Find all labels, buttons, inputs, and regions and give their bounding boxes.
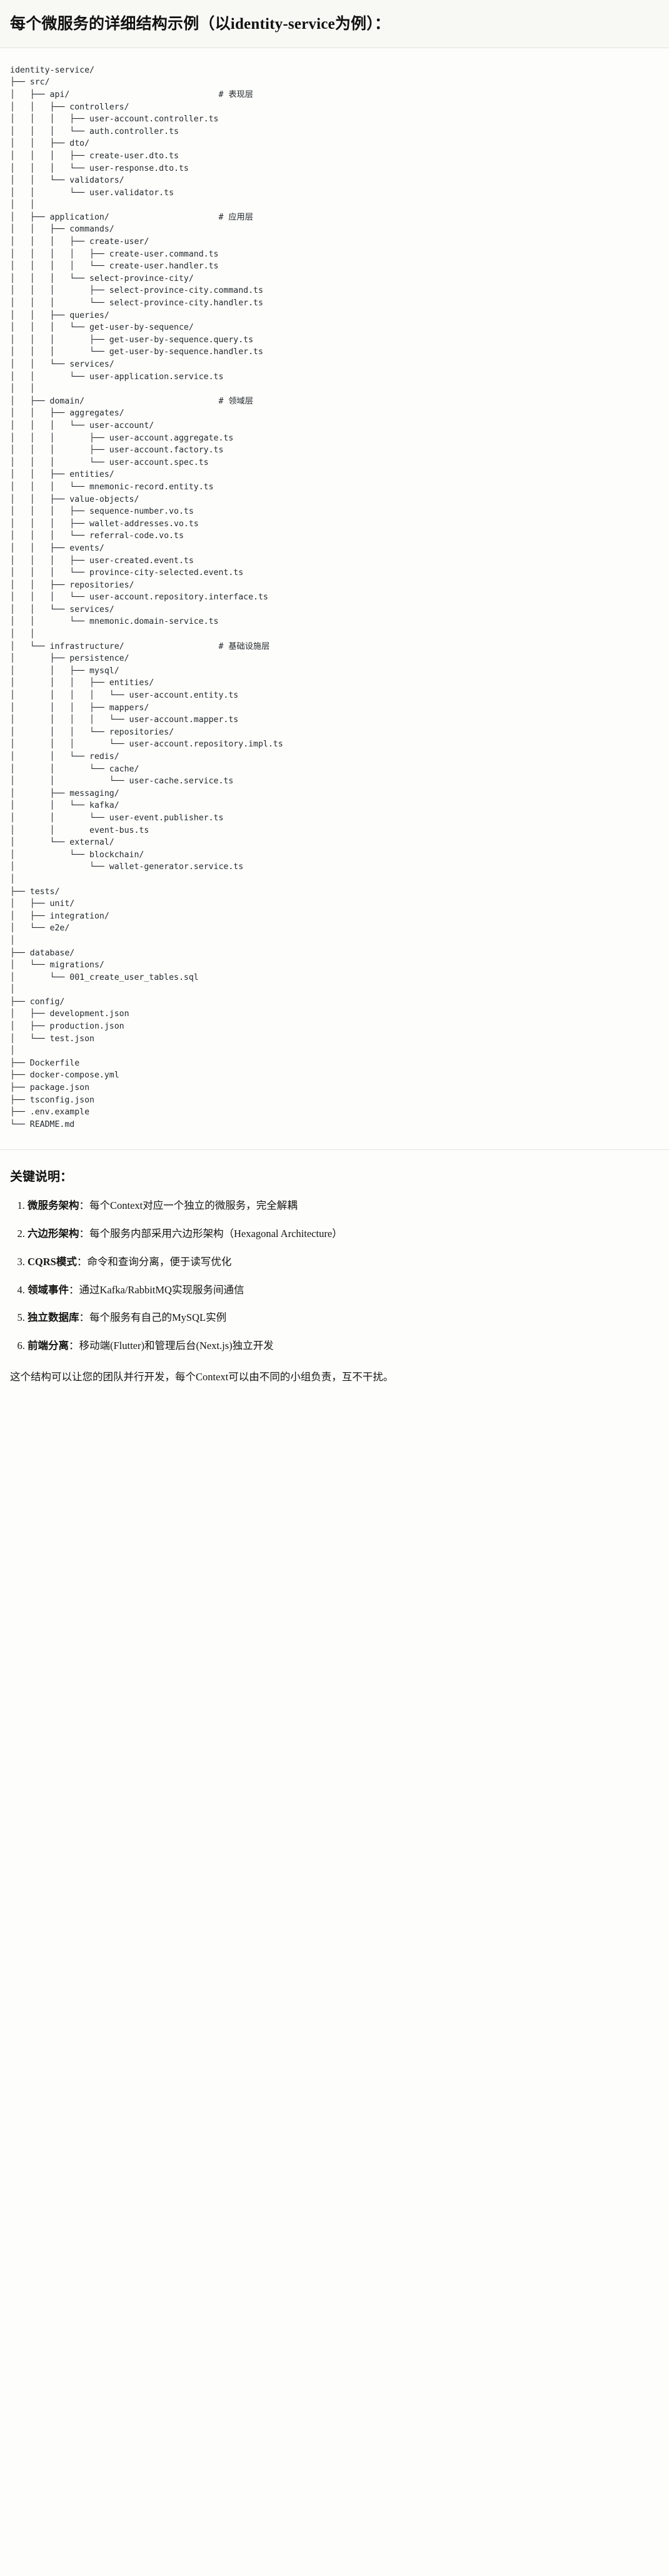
key-notes-list: 微服务架构：每个Context对应一个独立的微服务，完全解耦六边形架构：每个服务… bbox=[10, 1198, 659, 1354]
document-page: 每个微服务的详细结构示例（以identity-service为例）： ident… bbox=[0, 0, 669, 1402]
key-note-item: 前端分离：移动端(Flutter)和管理后台(Next.js)独立开发 bbox=[28, 1338, 659, 1354]
key-notes-section: 关键说明： 微服务架构：每个Context对应一个独立的微服务，完全解耦六边形架… bbox=[0, 1150, 669, 1402]
key-note-item: 领域事件：通过Kafka/RabbitMQ实现服务间通信 bbox=[28, 1283, 659, 1298]
directory-tree: identity-service/ ├── src/ │ ├── api/ # … bbox=[10, 65, 283, 1129]
key-note-term: CQRS模式 bbox=[28, 1255, 77, 1268]
closing-paragraph: 这个结构可以让您的团队并行开发，每个Context可以由不同的小组负责，互不干扰… bbox=[10, 1370, 394, 1383]
key-note-separator: ： bbox=[69, 1340, 79, 1352]
key-note-description: 每个Context对应一个独立的微服务，完全解耦 bbox=[89, 1199, 298, 1212]
heading-section: 每个微服务的详细结构示例（以identity-service为例）： bbox=[0, 0, 669, 48]
key-note-item: 独立数据库：每个服务有自己的MySQL实例 bbox=[28, 1310, 659, 1326]
key-note-item: CQRS模式：命令和查询分离，便于读写优化 bbox=[28, 1255, 659, 1270]
key-note-description: 每个服务内部采用六边形架构（Hexagonal Architecture） bbox=[89, 1228, 343, 1240]
key-note-separator: ： bbox=[76, 1255, 88, 1268]
key-note-term: 六边形架构 bbox=[28, 1228, 79, 1240]
key-note-description: 移动端(Flutter)和管理后台(Next.js)独立开发 bbox=[79, 1340, 274, 1352]
key-note-separator: ： bbox=[69, 1283, 79, 1296]
directory-tree-section: identity-service/ ├── src/ │ ├── api/ # … bbox=[0, 48, 669, 1151]
key-note-description: 每个服务有自己的MySQL实例 bbox=[89, 1311, 227, 1324]
key-note-description: 命令和查询分离，便于读写优化 bbox=[87, 1255, 232, 1268]
key-note-term: 独立数据库 bbox=[28, 1311, 79, 1324]
key-note-separator: ： bbox=[79, 1311, 90, 1324]
key-notes-title: 关键说明： bbox=[10, 1170, 73, 1184]
key-note-separator: ： bbox=[79, 1199, 90, 1212]
key-note-term: 微服务架构 bbox=[28, 1199, 79, 1212]
key-note-item: 六边形架构：每个服务内部采用六边形架构（Hexagonal Architectu… bbox=[28, 1226, 659, 1242]
key-note-separator: ： bbox=[79, 1228, 90, 1240]
key-note-item: 微服务架构：每个Context对应一个独立的微服务，完全解耦 bbox=[28, 1198, 659, 1214]
key-note-description: 通过Kafka/RabbitMQ实现服务间通信 bbox=[79, 1283, 244, 1296]
page-title: 每个微服务的详细结构示例（以identity-service为例）： bbox=[10, 16, 391, 33]
key-note-term: 领域事件 bbox=[28, 1283, 69, 1296]
key-note-term: 前端分离 bbox=[28, 1340, 69, 1352]
